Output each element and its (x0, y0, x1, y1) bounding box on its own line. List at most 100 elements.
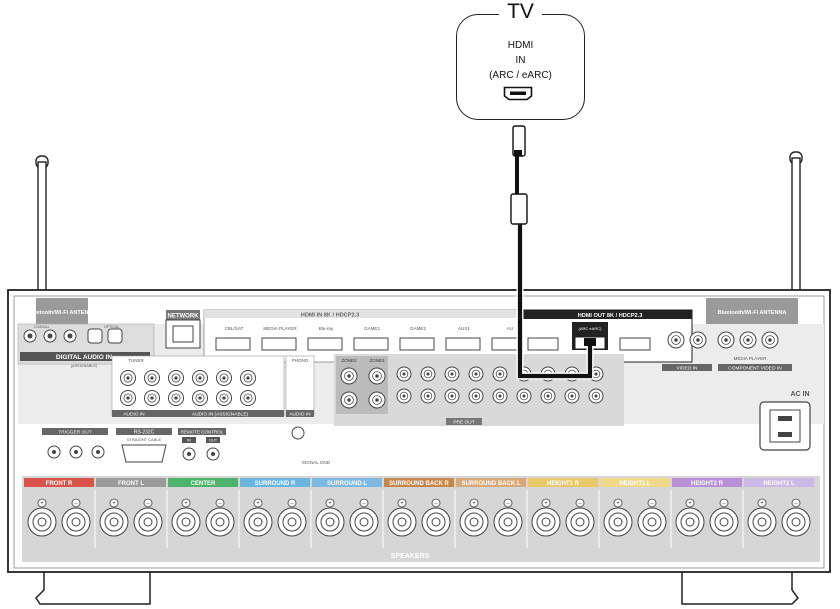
hdmi-in-label: CBL/SAT (225, 326, 244, 331)
tv-hdmi-label: HDMI IN (ARC / eARC) (456, 38, 585, 83)
svg-text:−: − (578, 501, 582, 507)
antenna-right-label: Bluetooth/Wi-Fi ANTENNA (718, 310, 787, 316)
speaker-group-label: CENTER (191, 481, 216, 487)
speaker-group-header (240, 478, 310, 487)
svg-text:PRE OUT: PRE OUT (453, 420, 474, 426)
speaker-group-header (600, 478, 670, 487)
speaker-group-label: SURROUND BACK R (389, 481, 449, 487)
svg-text:SIGNAL GND: SIGNAL GND (302, 460, 331, 465)
svg-text:(ASSIGNABLE): (ASSIGNABLE) (71, 364, 98, 368)
speaker-group-label: FRONT L (118, 481, 144, 487)
hdmi-out-header: HDMI OUT 8K / HDCP2.3 (578, 313, 643, 319)
svg-text:VIDEO IN: VIDEO IN (676, 366, 698, 372)
speaker-group-header (168, 478, 238, 487)
svg-text:(ARC eARC): (ARC eARC) (579, 326, 603, 331)
svg-text:OUT: OUT (209, 438, 218, 443)
hdmi-in-port (261, 337, 297, 351)
svg-text:+: + (328, 501, 332, 507)
speaker-terminals: FRONT R+−FRONT L+−CENTER+−SURROUND R+−SU… (22, 476, 820, 562)
hdmi-in-port (215, 337, 251, 351)
svg-text:+: + (112, 501, 116, 507)
speaker-group-label: HEIGHT2 L (763, 481, 795, 487)
speaker-group-header (384, 478, 454, 487)
hdmi-in-label: GAME2 (410, 326, 427, 331)
svg-text:COMPONENT VIDEO IN: COMPONENT VIDEO IN (728, 366, 782, 372)
svg-text:TRIGGER OUT: TRIGGER OUT (58, 430, 91, 436)
digital-audio-label: DIGITAL AUDIO IN (56, 354, 113, 361)
svg-text:RS-232C: RS-232C (134, 430, 155, 436)
svg-text:−: − (290, 501, 294, 507)
hdmi-in-label: AU (507, 326, 513, 331)
hdmi-in-label: AUX1 (458, 326, 470, 331)
svg-text:ZONE2: ZONE2 (341, 358, 357, 363)
speaker-group-label: HEIGHT1 L (619, 481, 651, 487)
speaker-group-label: HEIGHT1 R (547, 481, 580, 487)
svg-text:AUDIO IN: AUDIO IN (123, 412, 145, 418)
hdmi-in-label: MEDIA PLAYER (263, 326, 297, 331)
svg-text:+: + (40, 501, 44, 507)
hdmi-in-label: GAME1 (364, 326, 381, 331)
svg-text:+: + (400, 501, 404, 507)
hdmi-in-port (353, 337, 389, 351)
video-component-in: VIDEO IN COMPONENT VIDEO IN MEDIA PLAYER (662, 331, 792, 372)
svg-text:IN: IN (187, 438, 191, 443)
svg-text:−: − (74, 501, 78, 507)
speaker-group-header (744, 478, 814, 487)
svg-text:TUNER: TUNER (128, 358, 144, 363)
tv-hdmi-port-icon (503, 86, 533, 101)
svg-text:AUDIO IN (ASSIGNABLE): AUDIO IN (ASSIGNABLE) (192, 412, 249, 418)
speaker-group-header (528, 478, 598, 487)
svg-text:REMOTE CONTROL: REMOTE CONTROL (181, 430, 224, 435)
svg-text:−: − (506, 501, 510, 507)
control-ports: TRIGGER OUT RS-232C STRAIGHT CABLE REMOT… (42, 426, 331, 465)
hdmi-in-header: HDMI IN 8K / HDCP2.3 (301, 313, 359, 319)
svg-text:MEDIA PLAYER: MEDIA PLAYER (734, 356, 767, 361)
svg-text:+: + (760, 501, 764, 507)
svg-text:−: − (434, 501, 438, 507)
digital-audio-in: COAXIAL OPTICAL DIGITAL AUDIO IN (ASSIGN… (20, 325, 150, 368)
svg-text:STRAIGHT CABLE: STRAIGHT CABLE (127, 437, 162, 442)
speakers-label: SPEAKERS (391, 553, 430, 560)
tv-hdmi-line2: IN (515, 55, 526, 66)
hdmi-in-port (445, 337, 481, 351)
antenna-right (789, 151, 803, 295)
svg-text:AUDIO IN: AUDIO IN (289, 412, 311, 418)
svg-text:+: + (256, 501, 260, 507)
speaker-group-label: HEIGHT2 R (691, 481, 724, 487)
ac-in-socket: AC IN (759, 391, 811, 451)
speaker-group-label: SURROUND L (327, 481, 367, 487)
speaker-group-header (672, 478, 742, 487)
tv-title: TV (456, 0, 585, 24)
svg-text:COAXIAL: COAXIAL (34, 325, 50, 329)
hdmi-cable (510, 125, 596, 380)
svg-text:−: − (146, 501, 150, 507)
tv-hdmi-line1: HDMI (507, 40, 534, 51)
svg-text:+: + (616, 501, 620, 507)
svg-text:−: − (722, 501, 726, 507)
svg-text:+: + (688, 501, 692, 507)
svg-text:ZONE3: ZONE3 (369, 358, 385, 363)
speaker-group-header (24, 478, 94, 487)
svg-text:NETWORK: NETWORK (168, 314, 200, 320)
svg-text:PHONO: PHONO (292, 358, 309, 363)
svg-text:−: − (362, 501, 366, 507)
hdmi-in-label: Blu-ray (319, 326, 334, 331)
antenna-left (35, 155, 49, 297)
svg-text:+: + (472, 501, 476, 507)
speaker-group-header (312, 478, 382, 487)
antenna-left-label: Bluetooth/Wi-Fi ANTENNA (28, 310, 97, 316)
analog-audio-in: TUNER AUDIO IN AUDIO IN (ASSIGNABLE) PHO… (111, 355, 315, 418)
hdmi-in-port (399, 337, 435, 351)
svg-text:−: − (218, 501, 222, 507)
speaker-group-label: FRONT R (46, 481, 73, 487)
speaker-group-label: SURROUND BACK L (462, 481, 521, 487)
svg-text:−: − (650, 501, 654, 507)
tv-hdmi-line3: (ARC / eARC) (489, 70, 552, 81)
speaker-group-header (456, 478, 526, 487)
pre-out-panel: ZONE2 ZONE3 PRE OUT (334, 354, 624, 426)
svg-text:+: + (184, 501, 188, 507)
speaker-group-header (96, 478, 166, 487)
svg-text:OPTICAL: OPTICAL (104, 325, 119, 329)
